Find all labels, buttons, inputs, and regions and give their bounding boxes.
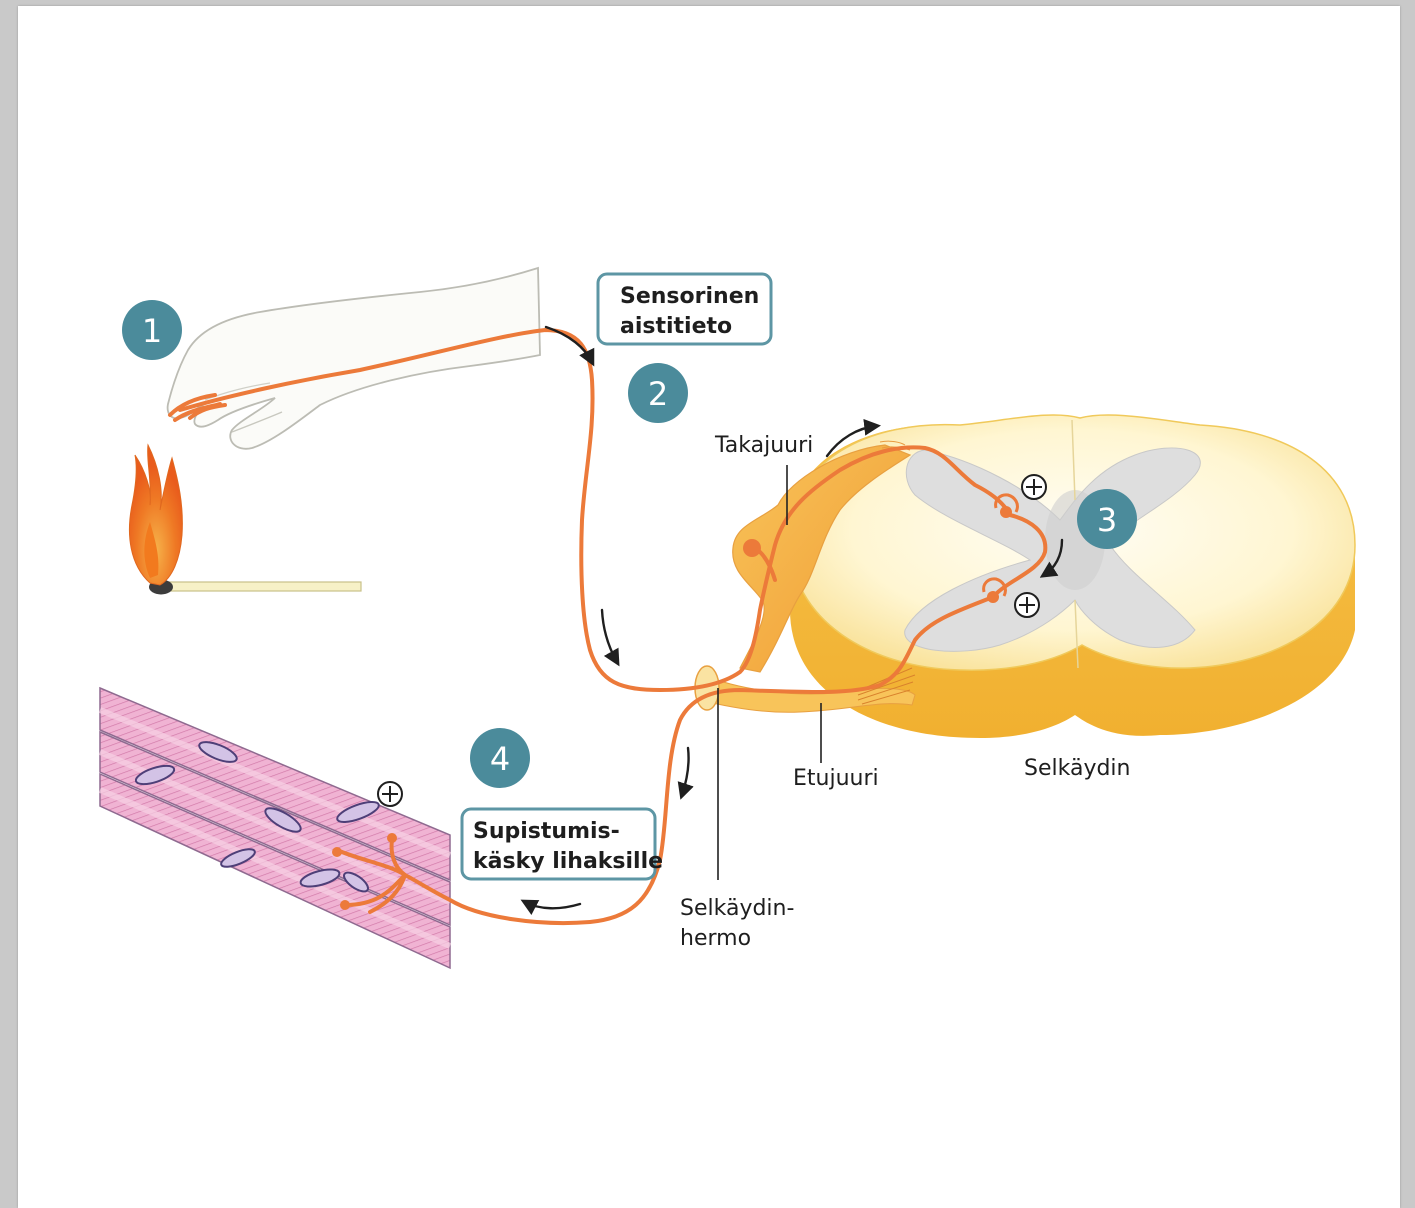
plus-symbol-icon: + (378, 782, 402, 806)
step-number: 4 (490, 740, 510, 778)
ventral-root-label-group: Etujuuri (793, 703, 879, 791)
step-1-marker: 1 (122, 300, 182, 360)
lit-match-icon (129, 445, 361, 595)
spinal-nerve-label-line: hermo (680, 926, 751, 951)
spinal-cord-label: Selkäydin (1024, 756, 1131, 781)
synapse (1000, 506, 1012, 518)
hand-icon (168, 268, 540, 449)
callout-line: Supistumis- (473, 819, 620, 844)
callout-line: aistitieto (620, 314, 732, 339)
spinal-nerve-label-group: Selkäydin- hermo (680, 688, 794, 951)
curved-arrow-icon (602, 610, 617, 662)
ventral-root-label: Etujuuri (793, 766, 879, 791)
curved-arrow-icon (525, 902, 580, 908)
spinal-nerve-label-line: Selkäydin- (680, 896, 794, 921)
step-2-marker: 2 (628, 363, 688, 423)
muscle-fibers-icon (100, 688, 450, 968)
dorsal-root-label: Takajuuri (714, 433, 813, 458)
plus-symbol-icon: + (1022, 475, 1046, 499)
callout-line: Sensorinen (620, 284, 759, 309)
step-number: 1 (142, 312, 162, 350)
motor-end-plate (387, 833, 397, 843)
sensory-neuron-cell-body (743, 539, 761, 557)
step-number: 2 (648, 375, 668, 413)
callout-line: käsky lihaksille (473, 849, 663, 874)
step-3-marker: 3 (1077, 489, 1137, 549)
step-4-marker: 4 (470, 728, 530, 788)
motor-command-callout: Supistumis- käsky lihaksille (462, 809, 663, 879)
plus-symbol-icon: + (1015, 593, 1039, 617)
spinal-cord-label-group: Selkäydin (1024, 756, 1131, 781)
curved-arrow-icon (682, 748, 689, 795)
sensory-input-callout: Sensorinen aistitieto (598, 274, 771, 344)
motor-end-plate (332, 847, 342, 857)
motor-end-plate (340, 900, 350, 910)
step-number: 3 (1097, 501, 1117, 539)
